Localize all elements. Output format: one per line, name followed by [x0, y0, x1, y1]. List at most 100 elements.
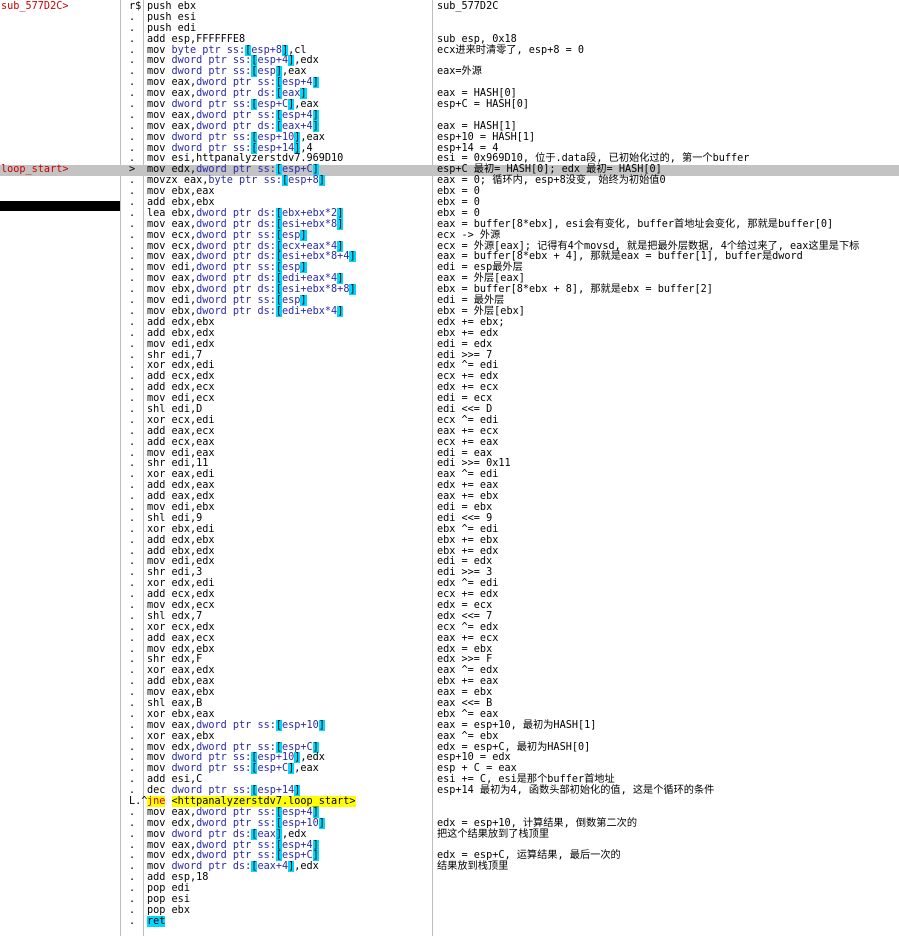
- instruction-row[interactable]: .mov eax,dword ptr ss:[esp+4]: [0, 806, 899, 819]
- instruction-row[interactable]: .mov eax,dword ptr ds:[esi+ebx*8]eax = b…: [0, 218, 899, 231]
- instruction-row[interactable]: .pop esi: [0, 894, 899, 906]
- instruction-row[interactable]: L.^jne <httpanalyzerstdv7.loop_start>: [0, 796, 899, 808]
- instruction-row[interactable]: .mov edi,dword ptr ss:[esp]edi = 最外层: [0, 295, 899, 307]
- instruction-row[interactable]: .mov ecx,dword ptr ss:[esp]ecx -> 外源: [0, 229, 899, 242]
- instruction-token: mov: [147, 66, 172, 78]
- instruction-row[interactable]: .mov eax,dword ptr ds:[esi+ebx*8+4]eax =…: [0, 251, 899, 263]
- instruction-row[interactable]: .mov ebx,dword ptr ds:[edi+ebx*4]ebx = 外…: [0, 305, 899, 318]
- instruction-row[interactable]: .push edi: [0, 23, 899, 35]
- instruction-row[interactable]: .mov edx,dword ptr ss:[esp+C]edx = esp+C…: [0, 850, 899, 862]
- instruction-row[interactable]: .mov eax,dword ptr ss:[esp+4]: [0, 77, 899, 89]
- instruction-token: eax+4: [257, 861, 289, 873]
- instruction-row[interactable]: .mov dword ptr ss:[esp+4],edx: [0, 55, 899, 67]
- instruction-token: esp: [281, 229, 301, 241]
- instruction-row[interactable]: .push esi: [0, 12, 899, 24]
- instruction-row[interactable]: .mov eax,dword ptr ds:[edi+eax*4]eax = 外…: [0, 273, 899, 285]
- instruction-row[interactable]: .mov eax,dword ptr ss:[esp+10]eax = esp+…: [0, 719, 899, 732]
- instruction-row[interactable]: .mov edi,dword ptr ss:[esp]edi = esp最外层: [0, 262, 899, 274]
- comment-text: edi = esp最外层: [437, 262, 523, 274]
- instruction-row[interactable]: .mov ecx,dword ptr ds:[ecx+eax*4]ecx = 外…: [0, 240, 899, 253]
- instruction-row[interactable]: .mov eax,dword ptr ss:[esp+4]: [0, 839, 899, 852]
- instruction-row[interactable]: .pop edi: [0, 883, 899, 895]
- instruction-row[interactable]: .mov edx,dword ptr ss:[esp+10]edx = esp+…: [0, 817, 899, 830]
- instruction-row[interactable]: loop_start>>mov edx,dword ptr ss:[esp+C]…: [0, 164, 899, 177]
- instruction-token: esp,FFFFFFE8: [171, 33, 246, 45]
- comment-text: esp+14 = 4: [437, 142, 499, 154]
- instruction-row[interactable]: .pop ebx: [0, 905, 899, 917]
- flow-gutter-marker: .: [129, 480, 136, 492]
- instruction-row[interactable]: .mov eax,dword ptr ds:[eax]eax = HASH[0]: [0, 88, 899, 100]
- instruction-row[interactable]: .mov edx,dword ptr ss:[esp+C]edx = esp+C…: [0, 741, 899, 754]
- instruction-row[interactable]: .add esp,18: [0, 872, 899, 884]
- instruction-row[interactable]: .mov ebx,dword ptr ds:[esi+ebx*8+8]ebx =…: [0, 284, 899, 296]
- comment-text: ebx = 0: [437, 207, 480, 219]
- instruction-row[interactable]: .lea ebx,dword ptr ds:[ebx+ebx*2]ebx = 0: [0, 207, 899, 220]
- instruction-row[interactable]: .movzx eax,byte ptr ss:[esp+8]eax = 0; 循…: [0, 175, 899, 187]
- instruction-text: pop esi: [147, 894, 190, 906]
- instruction-row[interactable]: .ret: [0, 915, 899, 928]
- instruction-token: edi,7: [171, 349, 203, 361]
- instruction-token: movzx: [147, 175, 184, 187]
- instruction-token: [165, 796, 171, 807]
- instruction-row[interactable]: .mov eax,dword ptr ds:[eax+4]eax = HASH[…: [0, 120, 899, 133]
- instruction-row[interactable]: .mov eax,dword ptr ss:[esp+4]: [0, 109, 899, 122]
- instruction-text: mov edi,edx: [147, 556, 214, 568]
- instruction-row[interactable]: .dec dword ptr ss:[esp+14]esp+14 最初为4, 函…: [0, 785, 899, 797]
